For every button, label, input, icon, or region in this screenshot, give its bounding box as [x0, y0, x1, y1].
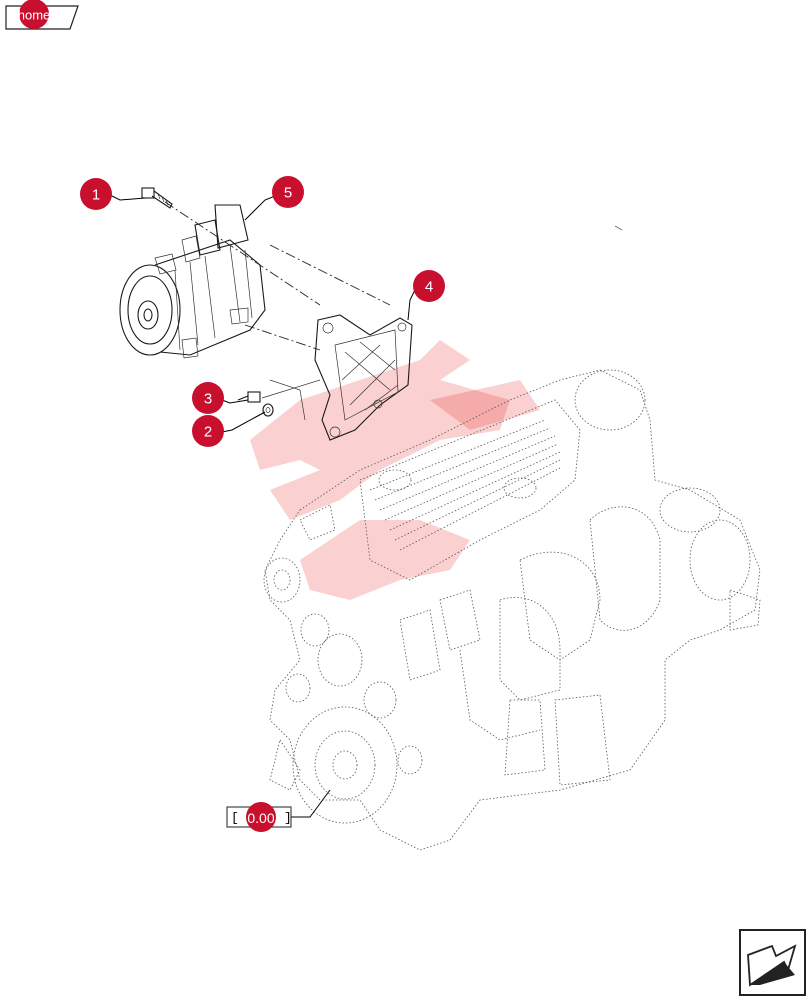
callout-1-label: 1 — [92, 187, 100, 204]
callout-5-label: 5 — [284, 185, 292, 202]
watermark-logo — [250, 340, 540, 600]
alignment-lines — [164, 201, 391, 421]
ac-compressor — [119, 204, 266, 359]
callout-2[interactable]: 2 — [192, 415, 224, 447]
home-button-badge — [19, 0, 49, 29]
mounting-bracket — [314, 314, 413, 441]
bolt-part — [141, 187, 173, 209]
bolt-and-washer — [237, 391, 274, 417]
callout-3-label: 3 — [204, 391, 212, 408]
reference-link-10-001[interactable]: [ ] 10.001 — [226, 802, 292, 832]
home-button[interactable]: home — [5, 0, 79, 30]
callout-2-label: 2 — [204, 424, 212, 441]
callout-5[interactable]: 5 — [272, 176, 304, 208]
callout-4[interactable]: 4 — [413, 270, 445, 302]
arrow-next-icon — [747, 944, 797, 987]
next-page-button[interactable] — [739, 929, 806, 996]
ref-prefix: [ — [231, 811, 239, 826]
ref-suffix: ] — [284, 811, 292, 826]
callout-4-label: 4 — [425, 279, 433, 296]
home-label: home — [18, 8, 51, 23]
leader-lines — [109, 194, 416, 818]
engine-block — [263, 225, 761, 851]
ref-label: 10.001 — [240, 810, 283, 826]
callout-3[interactable]: 3 — [192, 382, 224, 414]
callout-1[interactable]: 1 — [80, 178, 112, 210]
